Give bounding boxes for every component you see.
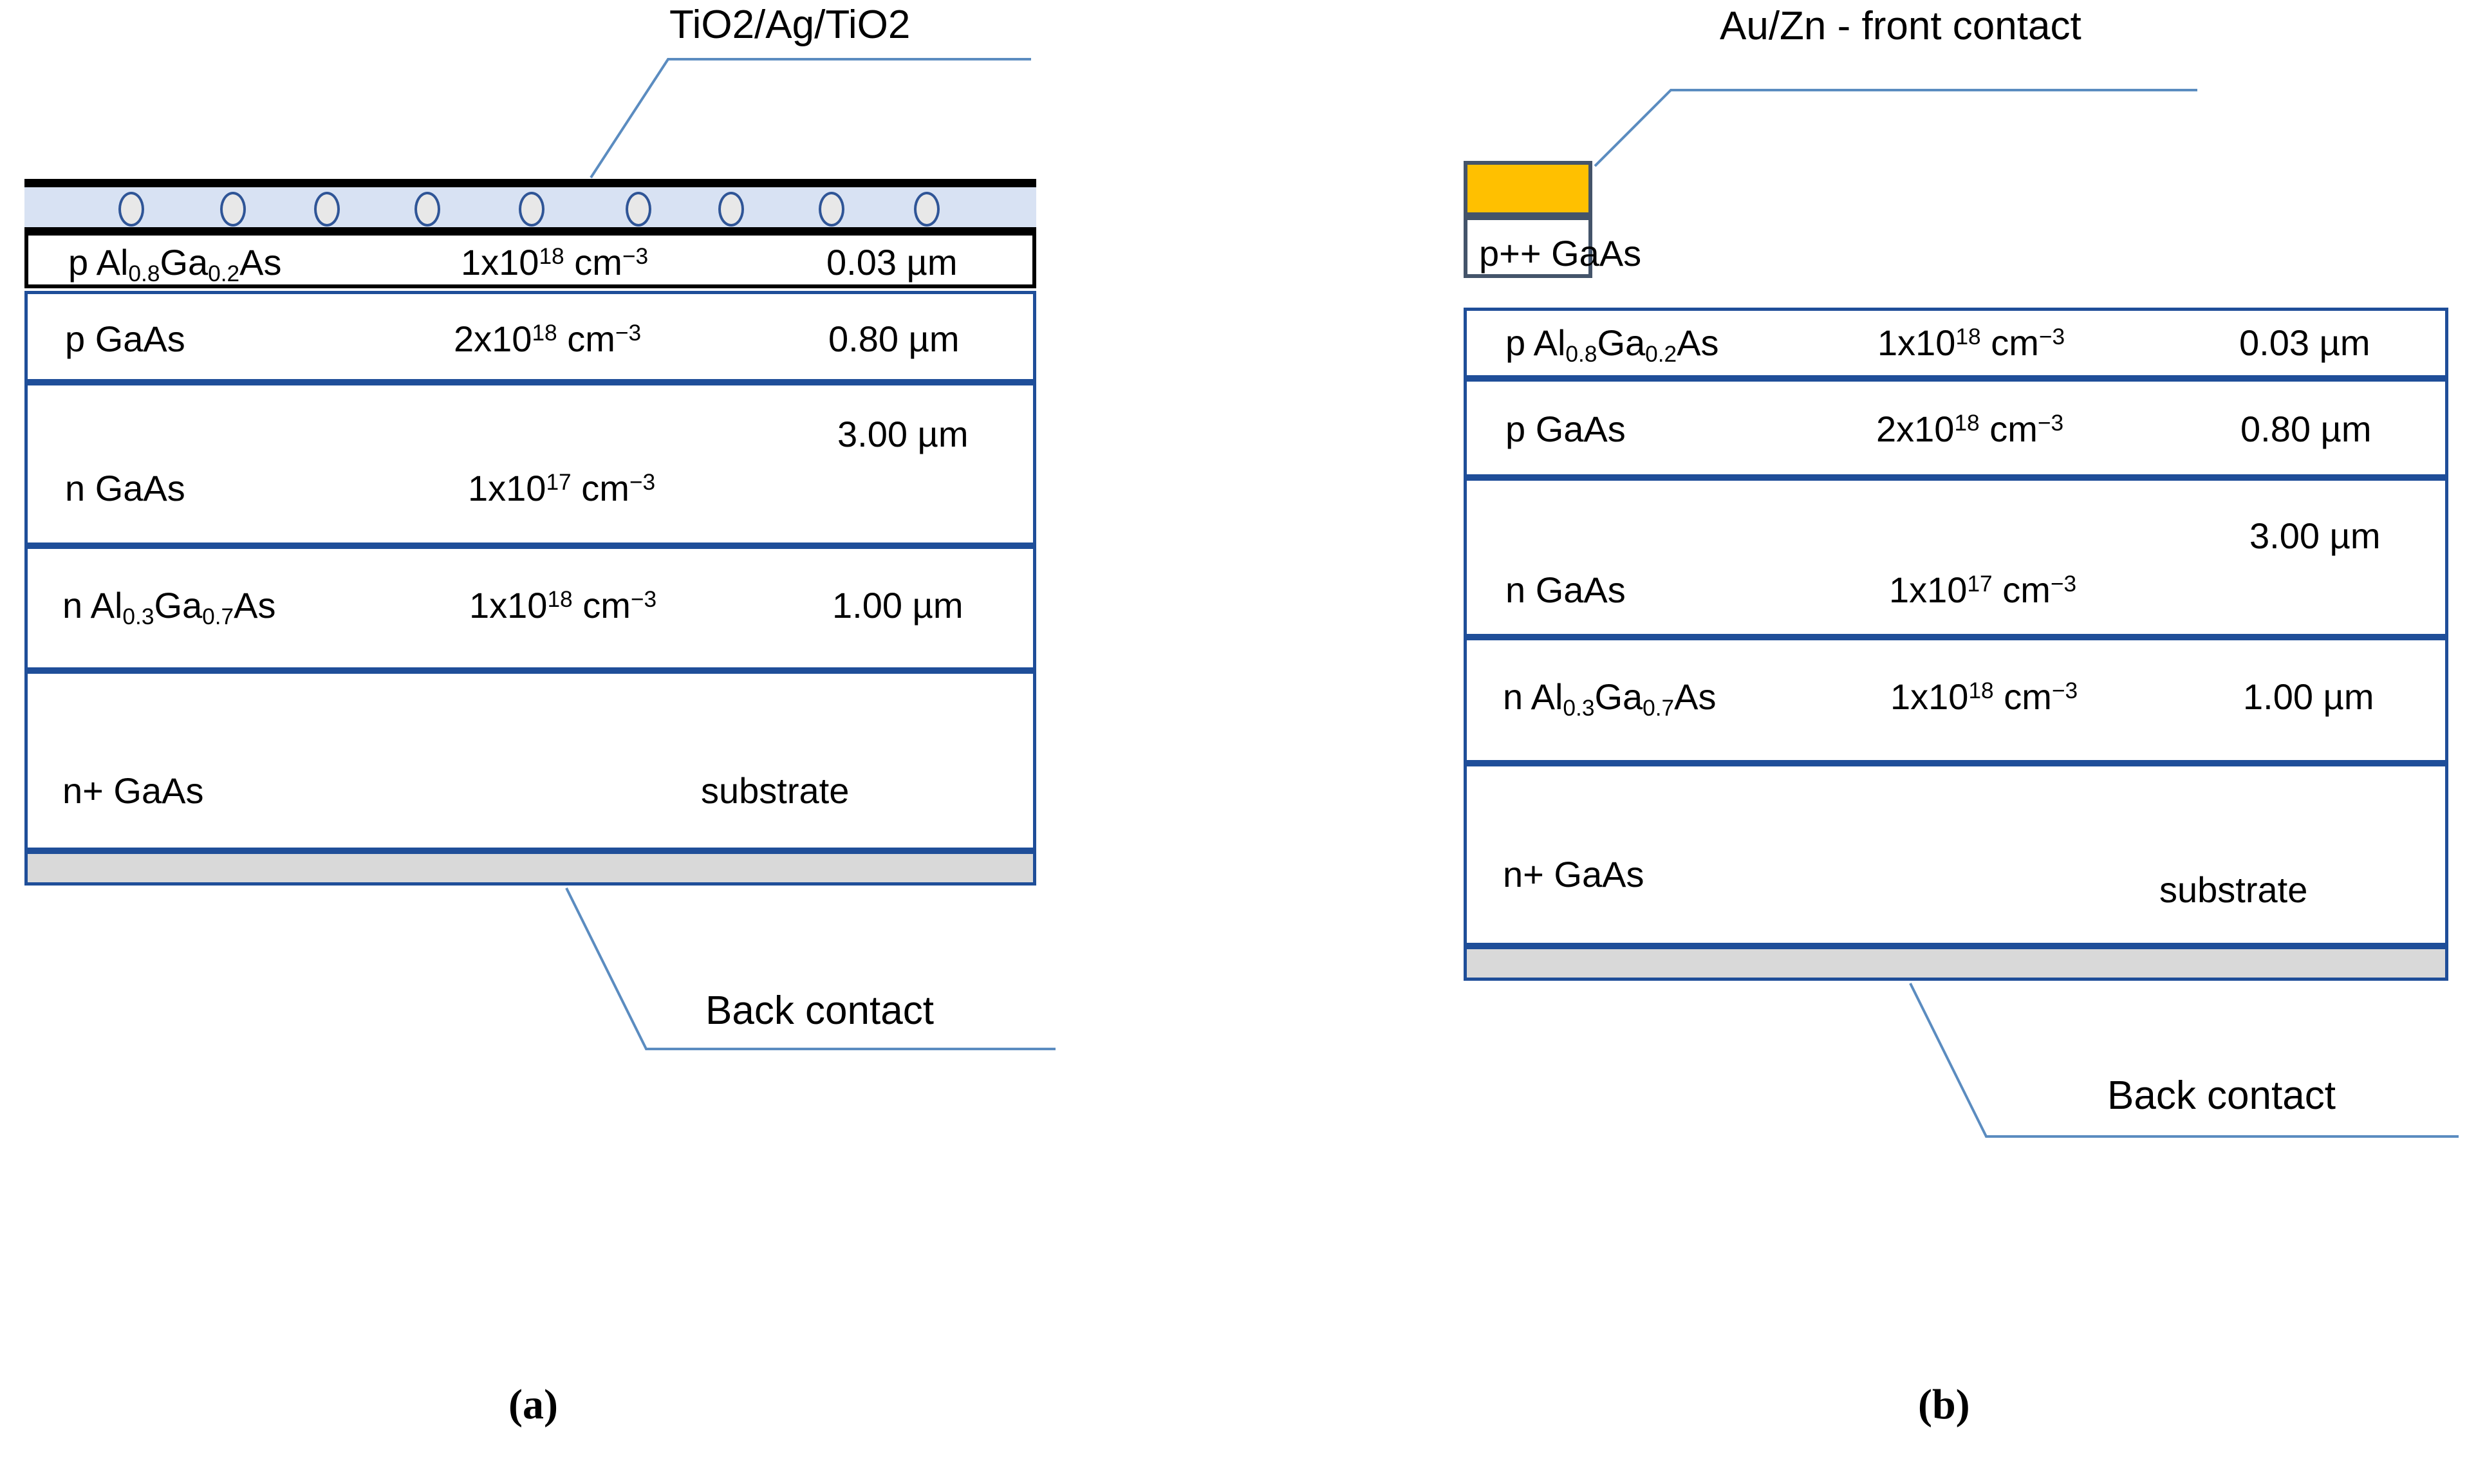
layer-b-bsf-n-algaas: n Al0.3Ga0.7As 1x1018 cm−3 1.00 µm	[1464, 637, 2448, 763]
layer-b-base-n-gaas: n GaAs 1x1017 cm−3 3.00 µm	[1464, 478, 2448, 637]
arc-ellipse	[914, 192, 940, 227]
arc-bottom-border	[24, 227, 1036, 236]
layer-b-bsf-material: n Al0.3Ga0.7As	[1503, 676, 1717, 721]
layer-a-substrate-material: n+ GaAs	[62, 770, 204, 811]
layer-b-window-p-algaas: p Al0.8Ga0.2As 1x1018 cm−3 0.03 µm	[1464, 308, 2448, 378]
arc-ellipse	[314, 192, 340, 227]
layer-a-window-material: p Al0.8Ga0.2As	[68, 242, 282, 286]
layer-a-emitter-material: p GaAs	[65, 319, 185, 359]
figure-caption-a: (a)	[508, 1381, 558, 1428]
layer-b-bsf-doping: 1x1018 cm−3	[1890, 676, 2078, 717]
layer-b-substrate-note: substrate	[2159, 869, 2308, 910]
arc-layer-tio2-ag-tio2	[24, 179, 1036, 236]
layer-a-base-doping: 1x1017 cm−3	[468, 468, 656, 508]
tio2-stack-label: TiO2/Ag/TiO2	[669, 3, 911, 47]
layer-b-substrate-material: n+ GaAs	[1503, 854, 1644, 895]
layer-b-emitter-p-gaas: p GaAs 2x1018 cm−3 0.80 µm	[1464, 378, 2448, 478]
layer-a-base-n-gaas: n GaAs 1x1017 cm−3 3.00 µm	[24, 382, 1036, 546]
layer-b-window-thickness: 0.03 µm	[2239, 322, 2370, 363]
figure-caption-b: (b)	[1918, 1381, 1970, 1428]
layer-a-emitter-doping: 2x1018 cm−3	[454, 319, 642, 359]
arc-ellipse	[718, 192, 744, 227]
arc-ellipse	[819, 192, 844, 227]
layer-a-bsf-material: n Al0.3Ga0.7As	[62, 585, 276, 629]
layer-b-window-doping: 1x1018 cm−3	[1877, 322, 2065, 363]
arc-ellipse	[626, 192, 651, 227]
arc-ellipse	[519, 192, 545, 227]
arc-ellipse	[414, 192, 440, 227]
arc-top-border	[24, 179, 1036, 187]
layer-a-emitter-thickness: 0.80 µm	[828, 319, 960, 359]
layer-b-emitter-doping: 2x1018 cm−3	[1876, 409, 2064, 449]
layer-a-window-doping: 1x1018 cm−3	[461, 242, 649, 283]
back-contact-bar-b	[1464, 946, 2448, 981]
layer-b-base-material: n GaAs	[1505, 570, 1626, 610]
layer-b-base-doping: 1x1017 cm−3	[1889, 570, 2077, 610]
layer-b-base-thickness: 3.00 µm	[2249, 515, 2381, 556]
back-contact-bar-a	[24, 851, 1036, 886]
layer-a-bsf-n-algaas: n Al0.3Ga0.7As 1x1018 cm−3 1.00 µm	[24, 546, 1036, 671]
front-contact-label: Au/Zn - front contact	[1720, 4, 2081, 48]
arc-ellipse	[220, 192, 246, 227]
arc-ellipse	[118, 192, 144, 227]
layer-b-substrate-np-gaas: n+ GaAs substrate	[1464, 763, 2448, 946]
layer-b-bsf-thickness: 1.00 µm	[2243, 676, 2374, 717]
layer-a-emitter-p-gaas: p GaAs 2x1018 cm−3 0.80 µm	[24, 291, 1036, 382]
layer-a-base-thickness: 3.00 µm	[837, 414, 969, 454]
layer-a-substrate-np-gaas: n+ GaAs substrate	[24, 671, 1036, 851]
front-contact-au-zn	[1464, 161, 1592, 216]
layer-a-substrate-note: substrate	[701, 770, 850, 811]
layer-b-emitter-thickness: 0.80 µm	[2240, 409, 2372, 449]
layer-b-emitter-material: p GaAs	[1505, 409, 1626, 449]
layer-a-bsf-doping: 1x1018 cm−3	[469, 585, 657, 626]
layer-b-cap-pp-gaas: p++ GaAs	[1464, 216, 1641, 278]
layer-b-window-material: p Al0.8Ga0.2As	[1505, 322, 1719, 367]
layer-a-window-p-algaas: p Al0.8Ga0.2As 1x1018 cm−3 0.03 µm	[24, 236, 1036, 288]
layer-a-bsf-thickness: 1.00 µm	[832, 585, 964, 626]
layer-a-window-thickness: 0.03 µm	[826, 242, 958, 283]
back-contact-label-b: Back contact	[2107, 1073, 2336, 1118]
layer-b-cap-material: p++ GaAs	[1479, 233, 1642, 274]
back-contact-label-a: Back contact	[705, 988, 934, 1033]
layer-a-base-material: n GaAs	[65, 468, 185, 508]
